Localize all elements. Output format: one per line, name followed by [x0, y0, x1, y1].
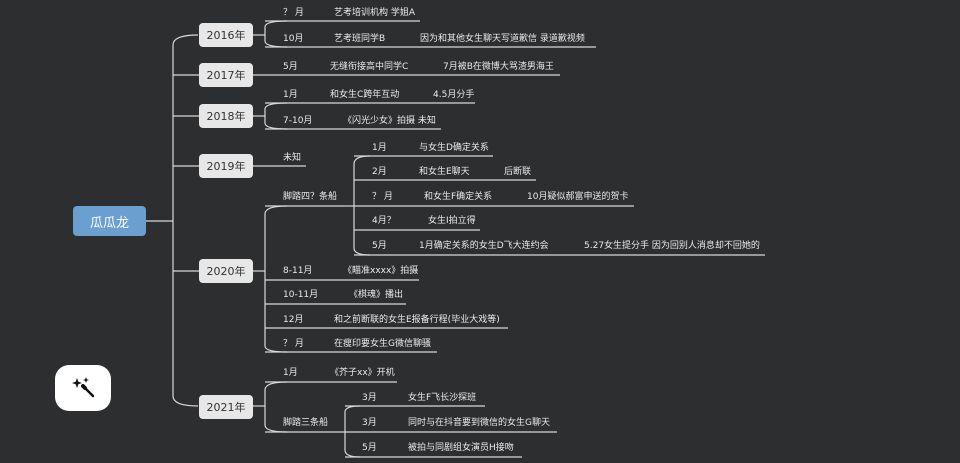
node-2017-1-note[interactable]: 7月被B在微博大骂渣男海王 — [443, 62, 554, 72]
node-2020-boat-5-month[interactable]: 5月 — [372, 241, 387, 251]
node-2020-boat-1-month[interactable]: 1月 — [372, 143, 387, 153]
node-2021-boat-2-desc[interactable]: 同时与在抖音要到微信的女生G聊天 — [408, 418, 550, 428]
node-2020-boat-5-desc[interactable]: 1月确定关系的女生D飞大连约会 — [419, 241, 549, 251]
node-2021-boat-3-month[interactable]: 5月 — [362, 443, 377, 453]
node-2019-1-month[interactable]: 未知 — [283, 153, 302, 163]
node-2021-boat[interactable]: 脚踏三条船 — [283, 418, 329, 428]
node-2016-2-note[interactable]: 因为和其他女生聊天写道歉信 录道歉视频 — [420, 34, 585, 44]
node-2016-2-month[interactable]: 10月 — [283, 34, 304, 44]
root-node[interactable]: 瓜瓜龙 — [73, 206, 146, 236]
node-2020-boat-3-month[interactable]: ？ 月 — [372, 192, 393, 202]
year-node-2017[interactable]: 2017年 — [199, 63, 253, 87]
node-2021-boat-1-desc[interactable]: 女生F飞长沙探班 — [408, 393, 477, 403]
magic-wand-button[interactable] — [55, 365, 111, 411]
node-2020-boat-3-note[interactable]: 10月疑似郝富申送的贺卡 — [527, 192, 629, 202]
node-2020-3-month[interactable]: 10-11月 — [283, 290, 319, 300]
node-2020-boat-2-month[interactable]: 2月 — [372, 167, 387, 177]
node-2020-2-desc[interactable]: 《瞄准xxxx》拍摄 — [343, 266, 419, 276]
node-2020-4-desc[interactable]: 和之前断联的女生E报备行程(毕业大戏等) — [334, 315, 500, 325]
year-node-2020[interactable]: 2020年 — [199, 259, 253, 283]
node-2021-boat-2-month[interactable]: 3月 — [362, 418, 377, 428]
node-2020-3-desc[interactable]: 《棋魂》播出 — [349, 290, 404, 300]
year-node-2021[interactable]: 2021年 — [199, 395, 253, 419]
node-2020-5-month[interactable]: ？ 月 — [283, 339, 304, 349]
node-2018-2-desc[interactable]: 《闪光少女》拍摄 未知 — [343, 116, 436, 126]
year-node-2018[interactable]: 2018年 — [199, 104, 253, 128]
node-2020-boat-2-note[interactable]: 后断联 — [504, 167, 532, 177]
node-2016-1-desc[interactable]: 艺考培训机构 学姐A — [334, 8, 416, 18]
year-node-2016[interactable]: 2016年 — [199, 23, 253, 47]
node-2018-1-desc[interactable]: 和女生C跨年互动 — [330, 90, 400, 100]
node-2018-1-month[interactable]: 1月 — [283, 90, 298, 100]
node-2016-2-desc[interactable]: 艺考班同学B — [334, 34, 386, 44]
magic-wand-icon — [72, 377, 95, 398]
year-node-2019[interactable]: 2019年 — [199, 154, 253, 178]
node-2020-boat-4-desc[interactable]: 女生I拍立得 — [428, 216, 476, 226]
node-2021-1-desc[interactable]: 《芥子xx》开机 — [330, 368, 395, 378]
node-2020-2-month[interactable]: 8-11月 — [283, 266, 313, 276]
node-2018-2-month[interactable]: 7-10月 — [283, 116, 313, 126]
node-2020-4-month[interactable]: 12月 — [283, 315, 304, 325]
node-2020-boat-5-note[interactable]: 5.27女生提分手 因为回别人消息却不回她的 — [584, 241, 760, 251]
node-2021-boat-1-month[interactable]: 3月 — [362, 393, 377, 403]
node-2020-boat-3-desc[interactable]: 和女生F确定关系 — [424, 192, 493, 202]
node-2020-boat-2-desc[interactable]: 和女生E聊天 — [419, 167, 470, 177]
node-2020-5-desc[interactable]: 在瘦印要女生G微信聊骚 — [334, 339, 431, 349]
node-2017-1-month[interactable]: 5月 — [283, 62, 298, 72]
node-2017-1-desc[interactable]: 无缝衔接高中同学C — [330, 62, 409, 72]
node-2020-boat-1-desc[interactable]: 与女生D确定关系 — [419, 143, 489, 153]
node-2016-1-month[interactable]: ？ 月 — [283, 8, 304, 18]
node-2021-1-month[interactable]: 1月 — [283, 368, 298, 378]
node-2021-boat-3-desc[interactable]: 被拍与同剧组女演员H接吻 — [408, 443, 514, 453]
node-2020-boat[interactable]: 脚踏四？条船 — [283, 192, 338, 202]
node-2020-boat-4-month[interactable]: 4月？ — [372, 216, 396, 226]
node-2018-1-note[interactable]: 4.5月分手 — [433, 90, 475, 100]
